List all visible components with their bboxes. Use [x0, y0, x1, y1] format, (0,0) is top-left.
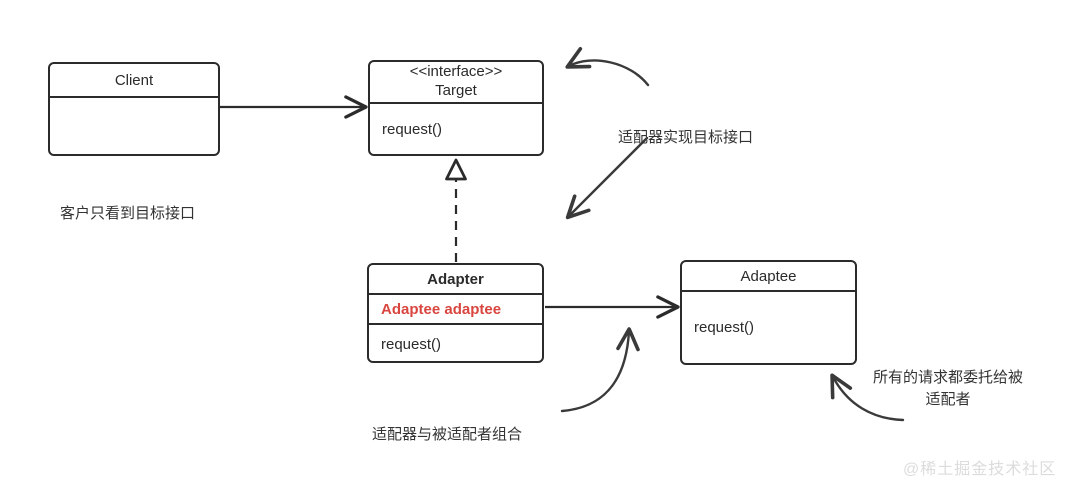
adapter-method-row: request(): [369, 325, 542, 361]
target-method-row: request(): [370, 104, 542, 154]
annotation-arrow-implements-straight: [565, 136, 649, 220]
uml-class-adapter[interactable]: Adapter Adaptee adaptee request(): [367, 263, 544, 363]
adaptee-method: request(): [694, 319, 755, 336]
adapter-title-row: Adapter: [369, 265, 542, 295]
note-client: 客户只看到目标接口: [60, 181, 195, 225]
note-composition-text: 适配器与被适配者组合: [372, 425, 523, 443]
adaptee-title: Adaptee: [740, 267, 797, 285]
note-implements: 适配器实现目标接口: [618, 105, 753, 149]
adapter-field: Adaptee adaptee: [381, 300, 502, 318]
target-title-row: <<interface>> Target: [370, 62, 542, 104]
target-title-stack: <<interface>> Target: [370, 63, 542, 101]
uml-class-client[interactable]: Client: [48, 62, 220, 156]
target-stereotype: <<interface>>: [409, 63, 503, 81]
client-body-row: [50, 98, 218, 154]
client-title-row: Client: [50, 64, 218, 98]
watermark-text: @稀土掘金技术社区: [903, 461, 1057, 478]
note-delegate: 所有的请求都委托给被 适配者: [873, 345, 1023, 410]
note-delegate-text: 所有的请求都委托给被 适配者: [873, 368, 1024, 408]
adapter-title: Adapter: [427, 270, 484, 288]
client-title: Client: [114, 71, 154, 89]
target-title: Target: [435, 82, 477, 99]
note-implements-text: 适配器实现目标接口: [618, 128, 754, 146]
adapter-field-row: Adaptee adaptee: [369, 295, 542, 325]
adaptee-title-row: Adaptee: [682, 262, 855, 292]
uml-class-target[interactable]: <<interface>> Target request(): [368, 60, 544, 156]
adapter-method: request(): [381, 335, 442, 353]
annotation-arrow-composition-curve: [560, 327, 640, 413]
uml-class-adaptee[interactable]: Adaptee request(): [680, 260, 857, 365]
target-method: request(): [382, 120, 443, 138]
watermark: @稀土掘金技术社区: [903, 455, 1056, 479]
note-client-text: 客户只看到目标接口: [60, 204, 196, 222]
annotation-arrow-implements-curve: [565, 47, 650, 87]
adaptee-method-row: request(): [682, 292, 855, 363]
note-composition: 适配器与被适配者组合: [372, 402, 522, 446]
